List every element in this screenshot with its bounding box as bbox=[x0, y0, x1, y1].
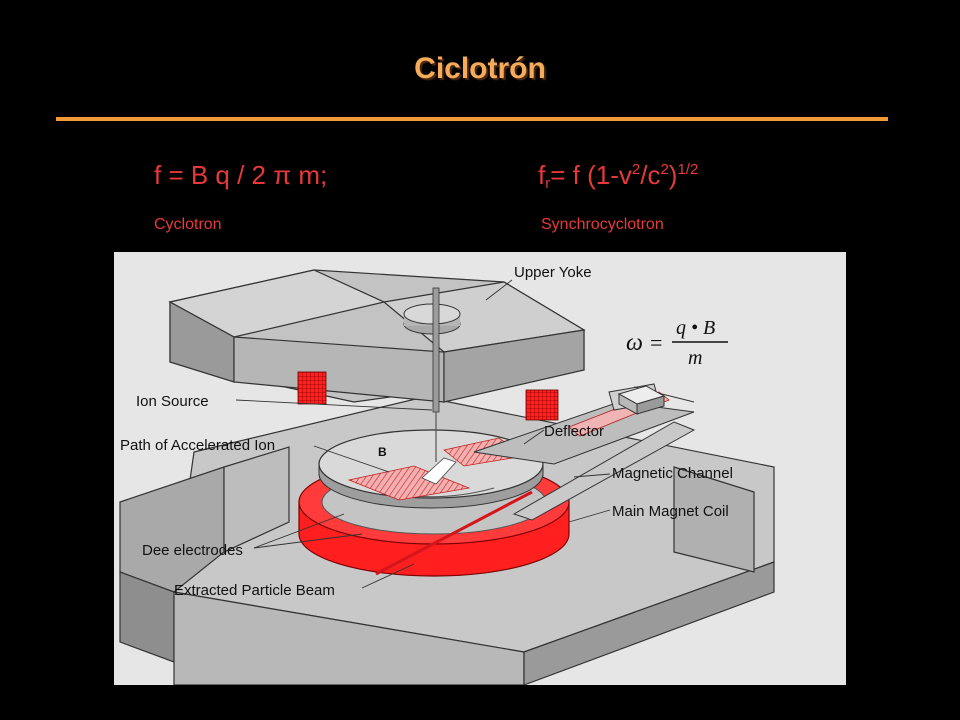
cyclotron-caption: Cyclotron bbox=[154, 216, 222, 233]
cyclotron-diagram: Upper Yoke Ion Source Path of Accelerate… bbox=[114, 252, 846, 685]
upper-coil-left bbox=[297, 371, 327, 405]
upper-yoke bbox=[168, 269, 586, 403]
formula-slash-c: /c bbox=[640, 160, 661, 190]
label-b-field: B bbox=[378, 445, 387, 459]
formula-f: f bbox=[538, 160, 546, 190]
label-ion-source: Ion Source bbox=[136, 393, 209, 410]
label-deflector: Deflector bbox=[544, 423, 604, 440]
label-main-magnet-coil: Main Magnet Coil bbox=[612, 503, 729, 520]
label-upper-yoke: Upper Yoke bbox=[514, 264, 592, 281]
slide-title: Ciclotrón bbox=[414, 52, 546, 85]
formula-body: = f (1-v bbox=[550, 160, 632, 190]
synchrocyclotron-caption: Synchrocyclotron bbox=[541, 216, 664, 233]
label-path-accelerated-ion: Path of Accelerated Ion bbox=[120, 437, 275, 454]
equation-equals: = bbox=[650, 330, 662, 355]
equation-denominator: m bbox=[688, 347, 702, 369]
title-divider bbox=[56, 117, 888, 121]
formula-close: ) bbox=[668, 160, 678, 190]
cyclotron-formula: f = B q / 2 π m; bbox=[154, 160, 328, 190]
equation-numerator: q • B bbox=[676, 317, 715, 339]
formula-sup-c: 2 bbox=[660, 161, 669, 178]
formula-subscript-r: r bbox=[545, 175, 551, 192]
label-magnetic-channel: Magnetic Channel bbox=[612, 465, 733, 482]
extracted-beam-line bbox=[375, 490, 533, 576]
upper-coil-right bbox=[525, 389, 559, 421]
omega-equation: ω = q • B m bbox=[626, 317, 728, 369]
synchrocyclotron-formula: fr= f (1-v2/c2)1/2 bbox=[538, 160, 698, 192]
label-dee-electrodes: Dee electrodes bbox=[142, 542, 243, 559]
formula-exponent: 1/2 bbox=[677, 161, 699, 178]
leader-lines bbox=[235, 279, 611, 589]
cyclotron-diagram-svg: Upper Yoke Ion Source Path of Accelerate… bbox=[119, 264, 775, 685]
label-extracted-particle-beam: Extracted Particle Beam bbox=[174, 582, 335, 599]
ion-source-rod bbox=[432, 287, 440, 462]
equation-omega: ω bbox=[626, 330, 643, 356]
rf-feedthrough bbox=[617, 385, 666, 415]
formula-sup-v: 2 bbox=[631, 161, 641, 178]
